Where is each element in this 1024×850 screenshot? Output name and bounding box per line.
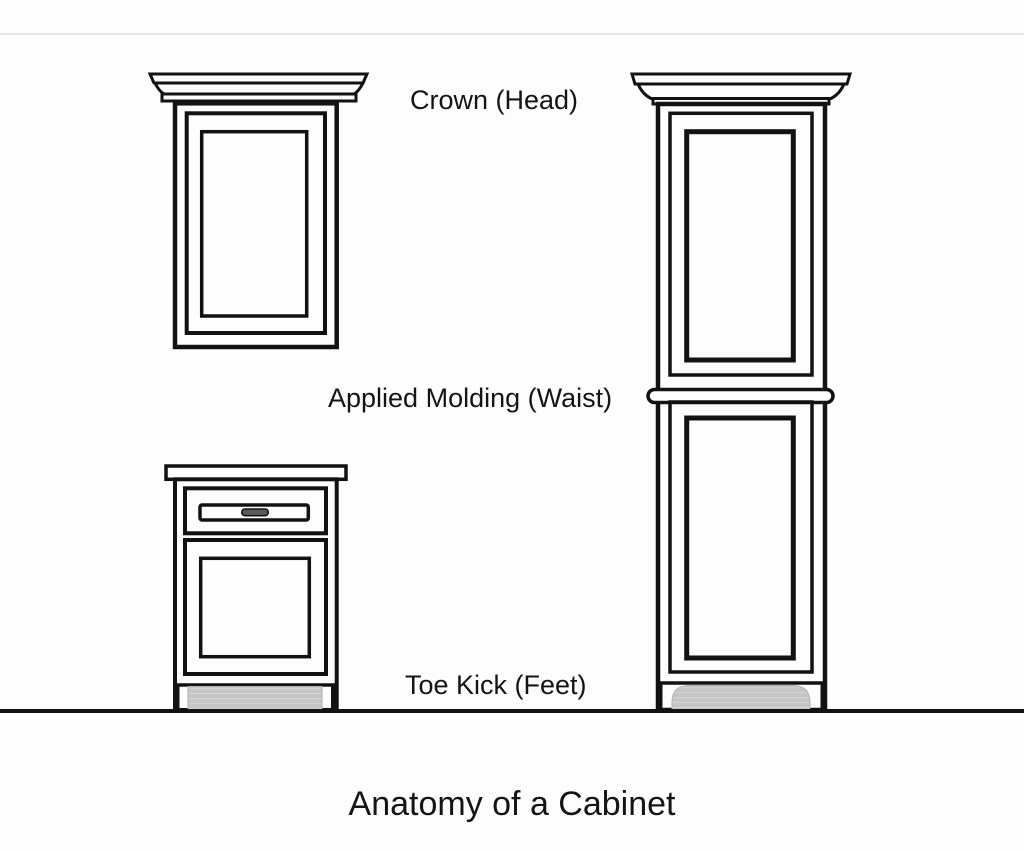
- cabinet-frame: [172, 101, 339, 350]
- drawer-handle: [240, 508, 270, 517]
- page-title: Anatomy of a Cabinet: [348, 785, 676, 823]
- left-leg: [173, 685, 180, 712]
- crown-molding: [148, 72, 370, 103]
- toe-kick: [187, 686, 323, 712]
- tall-cabinet-drawing: [630, 72, 852, 712]
- right-leg: [820, 683, 825, 712]
- crown-molding: [630, 72, 852, 106]
- lower-frame: [668, 400, 814, 674]
- right-leg: [331, 685, 338, 712]
- top-divider-line: [0, 33, 1024, 35]
- wall-cabinet-drawing: [148, 72, 370, 350]
- cabinet-door: [183, 538, 328, 676]
- upper-door-panel: [684, 129, 796, 363]
- lower-door-panel: [684, 415, 796, 661]
- toe-kick: [671, 685, 811, 712]
- left-leg: [658, 683, 663, 712]
- label-applied-molding-waist: Applied Molding (Waist): [328, 383, 613, 413]
- base-cabinet-drawing: [164, 464, 348, 712]
- door-panel: [199, 129, 309, 318]
- label-toe-kick-feet: Toe Kick (Feet): [405, 670, 587, 700]
- cabinet-frame: [655, 101, 828, 712]
- floor-line: [0, 709, 1024, 713]
- door-panel: [198, 556, 312, 659]
- label-crown-head: Crown (Head): [410, 85, 579, 115]
- drawer: [183, 486, 328, 536]
